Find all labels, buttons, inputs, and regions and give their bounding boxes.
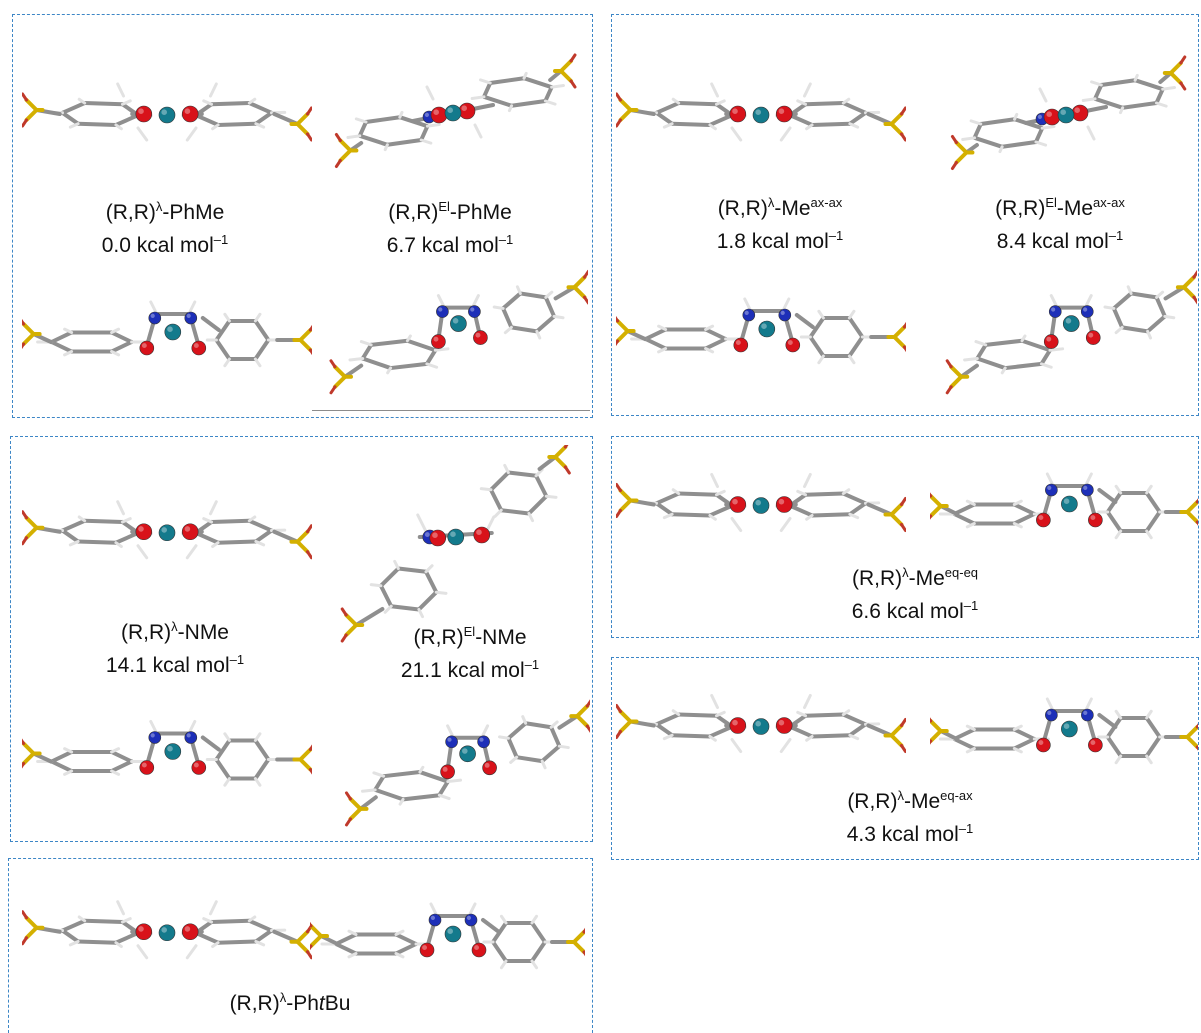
label-me-axax-lambda: (R,R)λ-Meax-ax 1.8 kcal mol–1 [660, 193, 900, 258]
molecule-nme-lambda-side [22, 480, 312, 595]
molecule-me-eqax-front [930, 680, 1198, 790]
molecule-me-axax-lambda-side [616, 60, 906, 180]
label-me-axax-el: (R,R)El-Meax-ax 8.4 kcal mol–1 [940, 193, 1180, 258]
label-phme-el: (R,R)El-PhMe 6.7 kcal mol–1 [335, 197, 565, 262]
molecule-nme-el-front [335, 690, 590, 835]
label-me-eqax: (R,R)λ-Meeq-ax 4.3 kcal mol–1 [785, 786, 1035, 851]
molecule-nme-lambda-front [22, 700, 312, 815]
molecule-phme-el-side [318, 38, 588, 188]
molecule-phme-el-front [318, 262, 588, 402]
label-phtbu: (R,R)λ-PhtBu [180, 988, 400, 1021]
label-me-eqeq: (R,R)λ-Meeq-eq 6.6 kcal mol–1 [790, 563, 1040, 628]
molecule-phme-lambda-front [22, 278, 312, 398]
molecule-phtbu-front [310, 880, 585, 1000]
label-nme-lambda: (R,R)λ-NMe 14.1 kcal mol–1 [70, 617, 280, 682]
label-nme-el: (R,R)El-NMe 21.1 kcal mol–1 [355, 622, 585, 687]
molecule-nme-el-side [330, 445, 592, 645]
molecule-me-eqeq-front [930, 455, 1198, 565]
label-phme-lambda: (R,R)λ-PhMe 0.0 kcal mol–1 [50, 197, 280, 262]
molecule-me-eqax-side [616, 676, 906, 786]
molecule-phme-lambda-side [22, 60, 312, 180]
molecule-me-eqeq-side [616, 455, 906, 565]
molecule-me-axax-lambda-front [616, 280, 906, 390]
divider-line [312, 410, 590, 411]
molecule-me-axax-el-side [935, 40, 1197, 190]
molecule-phtbu-side [22, 880, 312, 995]
molecule-me-axax-el-front [935, 262, 1197, 402]
